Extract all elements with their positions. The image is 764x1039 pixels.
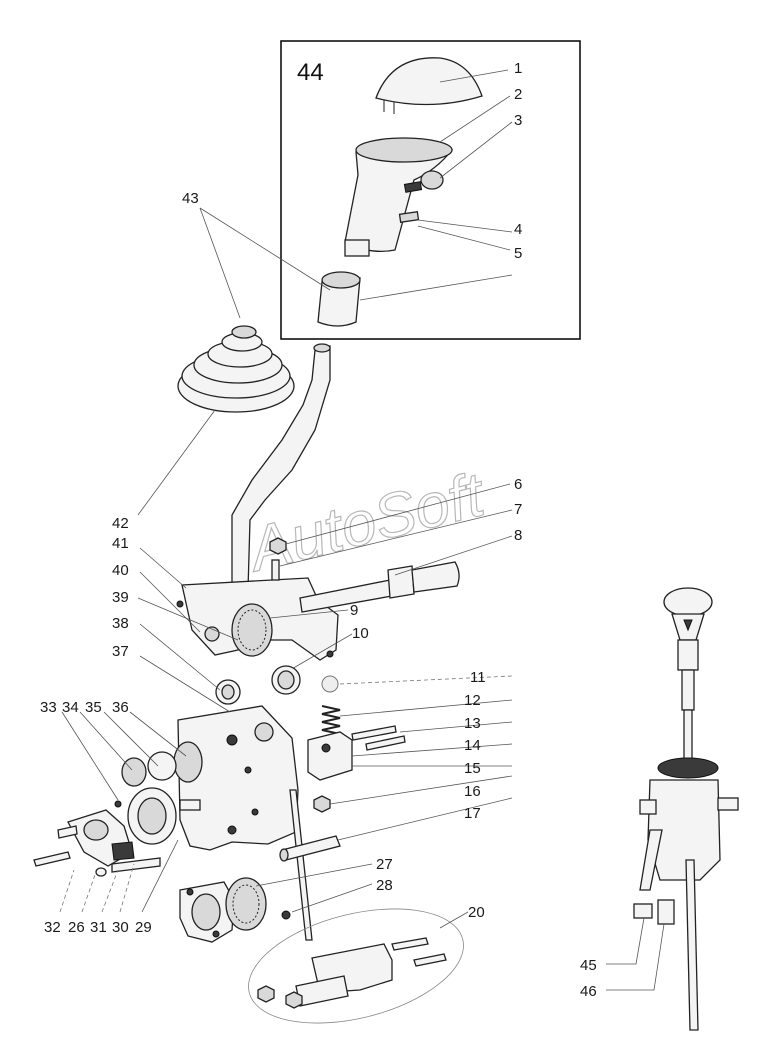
guide-pin: [281, 835, 341, 861]
part-label-3: 3: [514, 112, 522, 129]
part-label-36: 36: [112, 699, 129, 716]
part-label-41: 41: [112, 535, 129, 552]
part-label-2: 2: [514, 86, 522, 103]
part-label-16: 16: [464, 783, 481, 800]
detent-ball: [321, 675, 339, 693]
part-label-1: 1: [514, 60, 522, 77]
part-label-46: 46: [580, 983, 597, 1000]
part-label-39: 39: [112, 589, 129, 606]
bushing-spring-group: [215, 665, 513, 781]
part-label-32: 32: [44, 919, 61, 936]
part-label-9: 9: [350, 602, 358, 619]
part-labels: 1234567891011121314151617202627282930313…: [40, 60, 597, 1000]
part-label-7: 7: [514, 501, 522, 518]
lower-bracket-group: [248, 908, 469, 1024]
part-label-38: 38: [112, 615, 129, 632]
part-label-29: 29: [135, 919, 152, 936]
part-label-37: 37: [112, 643, 129, 660]
main-shaft: [299, 579, 393, 613]
sensor-group: [33, 809, 179, 913]
detent-spring: [321, 705, 341, 739]
part-label-12: 12: [464, 692, 481, 709]
assembled-view: [606, 587, 739, 1031]
knob-cap: [375, 57, 483, 106]
button-part: [420, 170, 444, 190]
part-label-20: 20: [468, 904, 485, 921]
assembled-boot: [657, 757, 719, 779]
part-label-30: 30: [112, 919, 129, 936]
part-label-42: 42: [112, 515, 129, 532]
part-label-28: 28: [376, 877, 393, 894]
inset-label: 44: [297, 59, 324, 86]
part-label-27: 27: [376, 856, 393, 873]
rubber-boot: [177, 207, 331, 413]
part-label-33: 33: [40, 699, 57, 716]
part-label-17: 17: [464, 805, 481, 822]
inset-knob-detail: 44: [280, 40, 581, 340]
mounting-plate: [177, 705, 299, 851]
part-label-15: 15: [464, 760, 481, 777]
part-label-4: 4: [514, 221, 522, 238]
group-outline: [248, 908, 464, 1024]
part-label-40: 40: [112, 562, 129, 579]
upper-gear: [231, 603, 273, 657]
part-label-14: 14: [464, 737, 481, 754]
part-label-6: 6: [514, 476, 522, 493]
part-label-10: 10: [352, 625, 369, 642]
part-label-31: 31: [90, 919, 107, 936]
part-label-45: 45: [580, 957, 597, 974]
part-label-43: 43: [182, 190, 199, 207]
part-label-35: 35: [85, 699, 102, 716]
detent-block: [307, 731, 353, 781]
part-label-11: 11: [470, 669, 486, 686]
upper-bracket-assembly: [137, 483, 513, 671]
part-label-5: 5: [514, 245, 522, 262]
knob-sleeve: [317, 277, 361, 327]
part-label-26: 26: [68, 919, 85, 936]
part-label-13: 13: [464, 715, 481, 732]
part-label-34: 34: [62, 699, 79, 716]
main-plate: [61, 623, 513, 941]
lower-gear-group: [179, 863, 373, 943]
nut: [269, 537, 287, 555]
part-label-8: 8: [514, 527, 522, 544]
lower-gear: [225, 877, 267, 931]
